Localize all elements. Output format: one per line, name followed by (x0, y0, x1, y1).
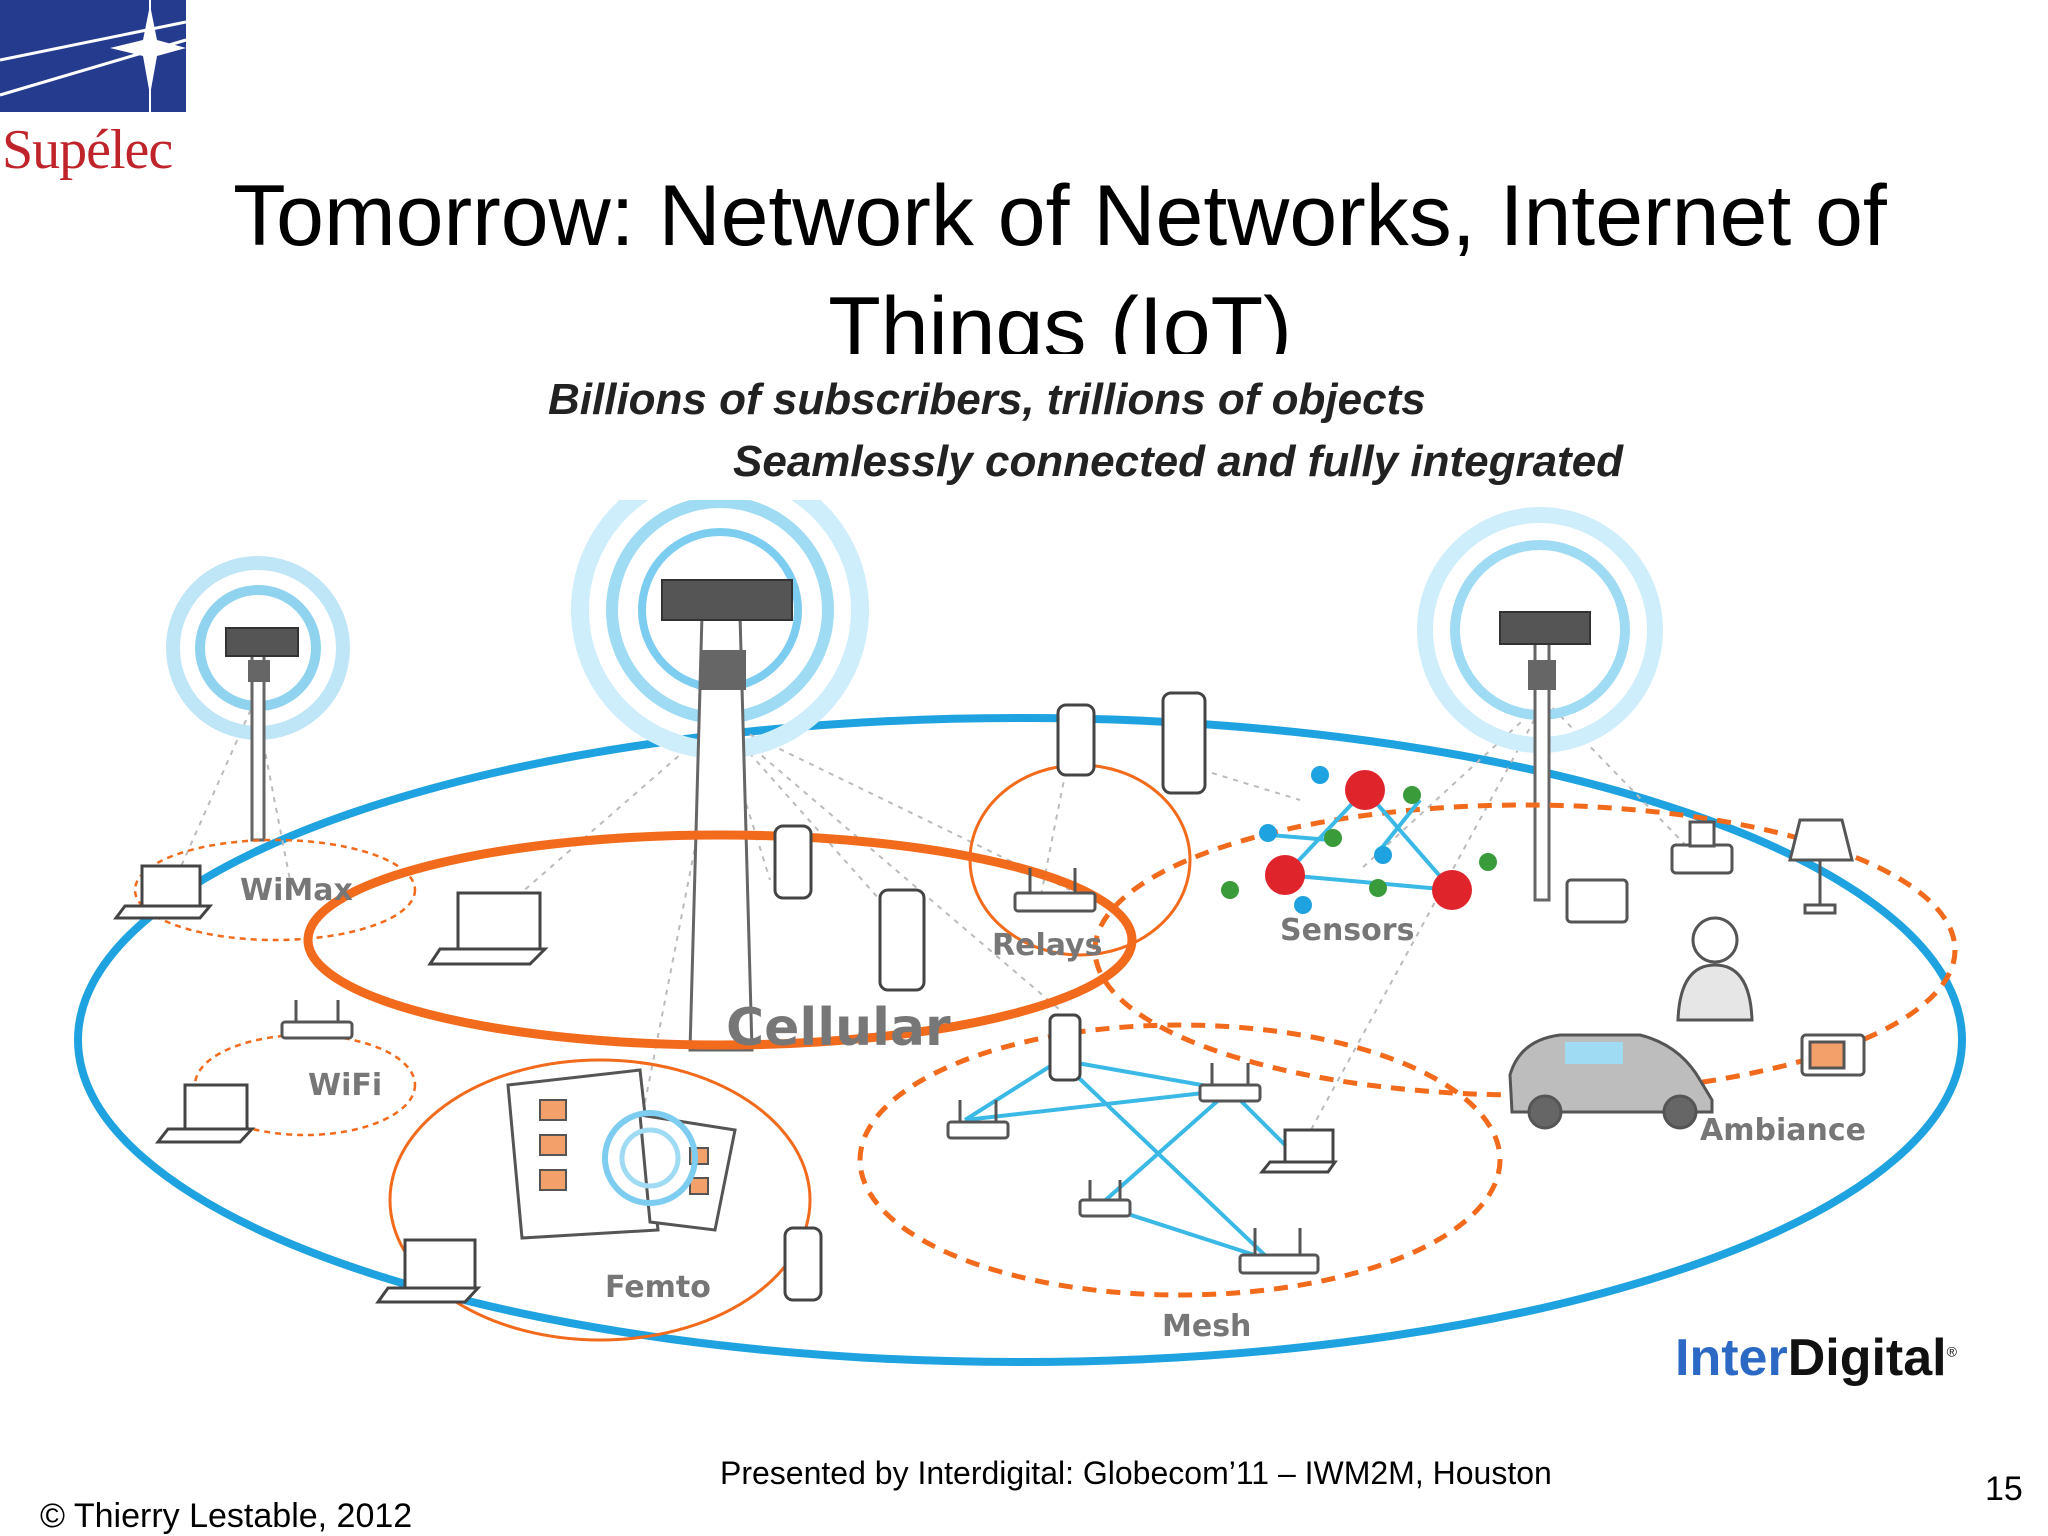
label-cellular: Cellular (726, 998, 951, 1058)
femto-building-icon (506, 1068, 737, 1240)
phone-icon (773, 824, 813, 900)
sensor-node-icon (1221, 881, 1239, 899)
label-femto: Femto (605, 1270, 711, 1305)
laptop-icon (113, 864, 214, 920)
brand-registered-mark: ® (1946, 1343, 1957, 1360)
sensor-node-icon (1369, 879, 1387, 897)
sensor-tower-icon (1499, 611, 1591, 902)
router-icon (946, 1100, 1010, 1140)
wimax-tower-icon (225, 627, 299, 842)
sensor-node-icon (1311, 766, 1329, 784)
logo-text: Supélec (2, 119, 173, 181)
label-sensors: Sensors (1280, 913, 1414, 948)
router-icon (280, 1000, 354, 1040)
slide-title: Tomorrow: Network of Networks, Internet … (233, 168, 1887, 354)
sensor-node-icon (1259, 824, 1277, 842)
sensor-node-icon (1479, 853, 1497, 871)
sensor-node-icon (1374, 846, 1392, 864)
iot-network-diagram: WiMax Relays Sensors Cellular WiFi Ambia… (74, 500, 1966, 1366)
laptop-icon (427, 891, 549, 966)
outer-network-ring (74, 714, 1966, 1366)
sensors-ambiance-ring (1092, 802, 1958, 1098)
microwave-icon (1800, 1033, 1866, 1077)
label-wimax: WiMax (240, 873, 353, 908)
person-icon (1676, 916, 1754, 1022)
star-icon (0, 0, 186, 112)
wimax-ring (133, 838, 417, 942)
subtitle-line-2: Seamlessly connected and fully integrate… (733, 437, 1624, 486)
laptop-icon (375, 1238, 482, 1304)
label-mesh: Mesh (1162, 1309, 1251, 1344)
phone-icon (783, 1226, 823, 1302)
sensor-node-icon (1324, 829, 1342, 847)
label-wifi: WiFi (308, 1068, 382, 1103)
page-number: 15 (1985, 1470, 2023, 1508)
label-ambiance: Ambiance (1700, 1113, 1866, 1148)
sensor-node-icon (1294, 896, 1312, 914)
supelec-logo: Supélec (0, 0, 190, 185)
sensor-node-icon (1345, 770, 1385, 810)
phone-icon (878, 888, 926, 992)
phone-icon (1048, 1013, 1082, 1082)
signal-halos (166, 500, 1663, 759)
interdigital-logo: InterDigital® (1675, 1328, 1957, 1388)
sensor-mesh (1221, 766, 1497, 914)
router-icon (1013, 868, 1097, 913)
presented-by-text: Presented by Interdigital: Globecom’11 –… (720, 1455, 1552, 1491)
cellular-ring (303, 830, 1137, 1050)
laptop-icon (1258, 1128, 1338, 1174)
label-relays: Relays (992, 928, 1102, 963)
router-icon (1198, 1063, 1262, 1103)
sensor-node-icon (1265, 855, 1305, 895)
phone-icon (1056, 703, 1096, 777)
cellular-tower-icon (661, 579, 793, 1052)
subtitle-line-1: Billions of subscribers, trillions of ob… (548, 375, 1426, 424)
sensor-node-icon (1432, 870, 1472, 910)
brand-inter: Inter (1675, 1329, 1788, 1387)
laptop-icon (154, 1083, 256, 1144)
router-icon (1078, 1180, 1132, 1218)
lamp-icon (1788, 818, 1854, 915)
desk-phone-icon (1565, 878, 1629, 924)
sensor-node-icon (1403, 786, 1421, 804)
brand-digital: Digital (1787, 1329, 1947, 1387)
mesh-ring (857, 1022, 1503, 1298)
router-icon (1238, 1228, 1320, 1275)
logo-star-mark (0, 0, 186, 112)
phone-icon (1161, 691, 1207, 795)
car-icon (1508, 1033, 1714, 1130)
printer-icon (1670, 820, 1734, 875)
copyright-text: © Thierry Lestable, 2012 (40, 1497, 413, 1535)
femto-ring (388, 1058, 812, 1342)
